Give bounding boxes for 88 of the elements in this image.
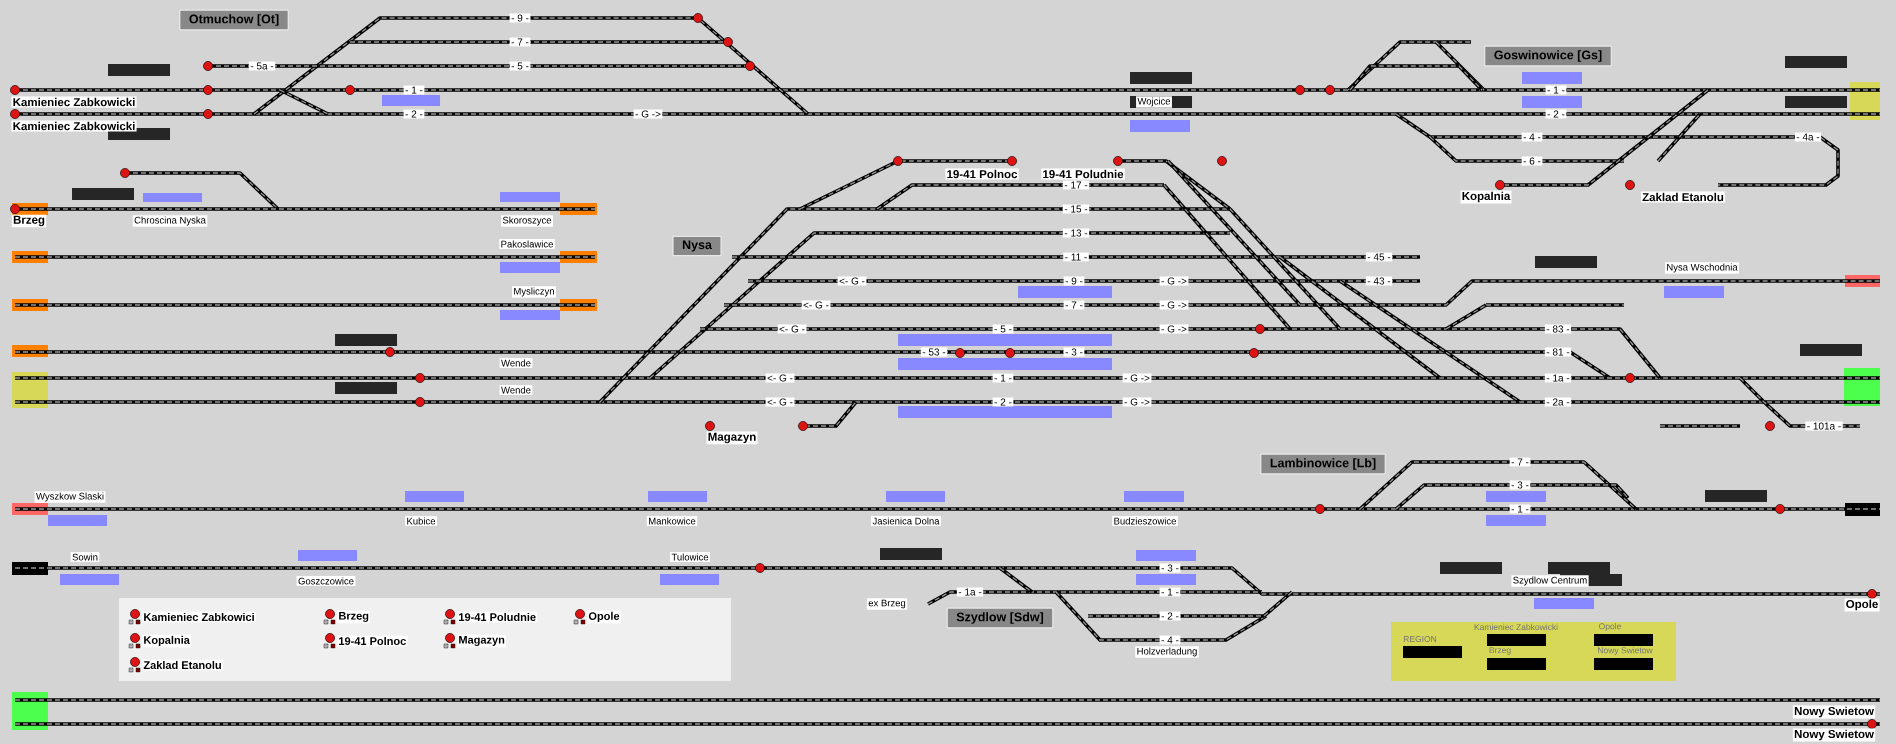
track-number: - G ->	[633, 109, 663, 119]
legend-label: Kamieniec Zabkowici	[142, 611, 256, 623]
track-number: - 2 -	[1159, 611, 1181, 621]
station-header: Lambinowice [Lb]	[1260, 453, 1386, 475]
track-number: - 1 -	[1545, 85, 1567, 95]
stop-label: Nysa Wschodnia	[1664, 262, 1740, 274]
track-number: - 11 -	[1063, 252, 1089, 262]
legend-label: 19-41 Poludnie	[457, 611, 538, 623]
track-number: - 3 -	[1063, 347, 1085, 357]
track-number: - 5a -	[248, 61, 276, 71]
track-number: - G ->	[1122, 397, 1152, 407]
track-number: - G ->	[1159, 324, 1189, 334]
stop-label: Wende	[499, 385, 533, 395]
track-number: - G ->	[1159, 276, 1189, 286]
track-number: - 1 -	[403, 85, 425, 95]
stop-label: Goszczowice	[296, 576, 356, 586]
station-header: Szydlow [Sdw]	[946, 607, 1054, 629]
region-label: REGION	[1403, 636, 1437, 642]
track-number: - 3 -	[1159, 563, 1181, 573]
track-number: - 6 -	[1521, 156, 1543, 166]
stop-label: ex Brzeg	[866, 598, 908, 610]
track-number: - 7 -	[1063, 300, 1085, 310]
stop-label: Kubice	[405, 516, 437, 526]
track-number: <- G -	[801, 300, 831, 310]
stop-label: Wyszkow Slaski	[34, 491, 106, 503]
track-number: - 1 -	[1509, 504, 1531, 514]
stop-label: Pakoslawice	[499, 239, 555, 249]
station-header: Goswinowice [Gs]	[1484, 45, 1612, 67]
track-number: - 15 -	[1062, 204, 1090, 214]
track-number: - 53 -	[920, 347, 948, 357]
track-number: - 9 -	[509, 13, 531, 23]
track-number: - 2 -	[403, 109, 425, 119]
track-number: - 2 -	[992, 397, 1014, 407]
region-label: Opole	[1599, 623, 1621, 631]
track-number: - 43 -	[1365, 276, 1393, 286]
track-number: <- G -	[765, 373, 795, 383]
stop-label: Budzieszowice	[1112, 516, 1178, 526]
stop-label: Chroscina Nyska	[132, 215, 208, 227]
track-number: - 4 -	[1521, 132, 1543, 142]
siding-label: Nowy Swietow	[1792, 728, 1876, 742]
siding-label: Opole	[1844, 598, 1880, 612]
track-number: - 9 -	[1063, 276, 1085, 286]
region-label: Nowy Swietow	[1598, 647, 1653, 655]
track-number: - 1 -	[1159, 587, 1181, 597]
legend-label: 19-41 Polnoc	[337, 635, 408, 647]
stop-label: Sowin	[70, 552, 100, 562]
siding-label: Zaklad Etanolu	[1640, 191, 1726, 203]
region-label: Brzeg	[1489, 647, 1511, 655]
track-number: - 1 -	[992, 373, 1014, 383]
track-number: - 45 -	[1365, 252, 1393, 262]
siding-label: 19-41 Polnoc	[945, 168, 1019, 180]
stop-label: Jasienica Dolna	[871, 516, 941, 526]
track-number: - 5 -	[509, 61, 531, 71]
siding-label: Kopalnia	[1460, 190, 1512, 204]
stop-label: Mankowice	[646, 516, 698, 526]
track-number: - 83 -	[1544, 324, 1572, 334]
stop-label: Tulowice	[670, 552, 710, 562]
siding-label: Nowy Swietow	[1792, 705, 1876, 719]
legend-label: Zaklad Etanolu	[142, 659, 223, 671]
track-number: - 3 -	[1509, 480, 1531, 490]
region-label: Kamieniec Zabkowicki	[1474, 623, 1558, 631]
track-number: - 81 -	[1544, 347, 1572, 357]
track-number: - 1a -	[956, 587, 984, 597]
track-number: <- G -	[765, 397, 795, 407]
track-number: - 2 -	[1545, 109, 1567, 119]
track-number: - 4 -	[1159, 635, 1181, 645]
track-number: <- G -	[837, 276, 867, 286]
stop-label: Wende	[499, 358, 533, 368]
stop-label: Skoroszyce	[501, 215, 553, 227]
siding-label: Kamieniec Zabkowicki	[11, 120, 137, 132]
track-number: - 17 -	[1062, 180, 1090, 190]
station-header: Nysa	[672, 236, 722, 256]
track-number: - 101a -	[1805, 421, 1843, 431]
track-number: - G ->	[1159, 300, 1189, 310]
stop-label: Szydlow Centrum	[1511, 575, 1589, 587]
siding-label: Kamieniec Zabkowicki	[11, 96, 137, 108]
track-number: - 1a -	[1544, 373, 1572, 383]
station-header: Otmuchow [Ot]	[179, 9, 289, 31]
track-number: - 5 -	[992, 324, 1014, 334]
stop-label: Wojcice	[1136, 96, 1172, 108]
track-number: - 2a -	[1544, 397, 1572, 407]
track-number: <- G -	[777, 324, 807, 334]
track-number: - 7 -	[509, 37, 531, 47]
track-number: - 7 -	[1509, 457, 1531, 467]
track-number: - 13 -	[1062, 228, 1090, 238]
stop-label: Mysliczyn	[512, 286, 556, 298]
track-number: - G ->	[1122, 373, 1152, 383]
track-number: - 4a -	[1794, 132, 1822, 142]
